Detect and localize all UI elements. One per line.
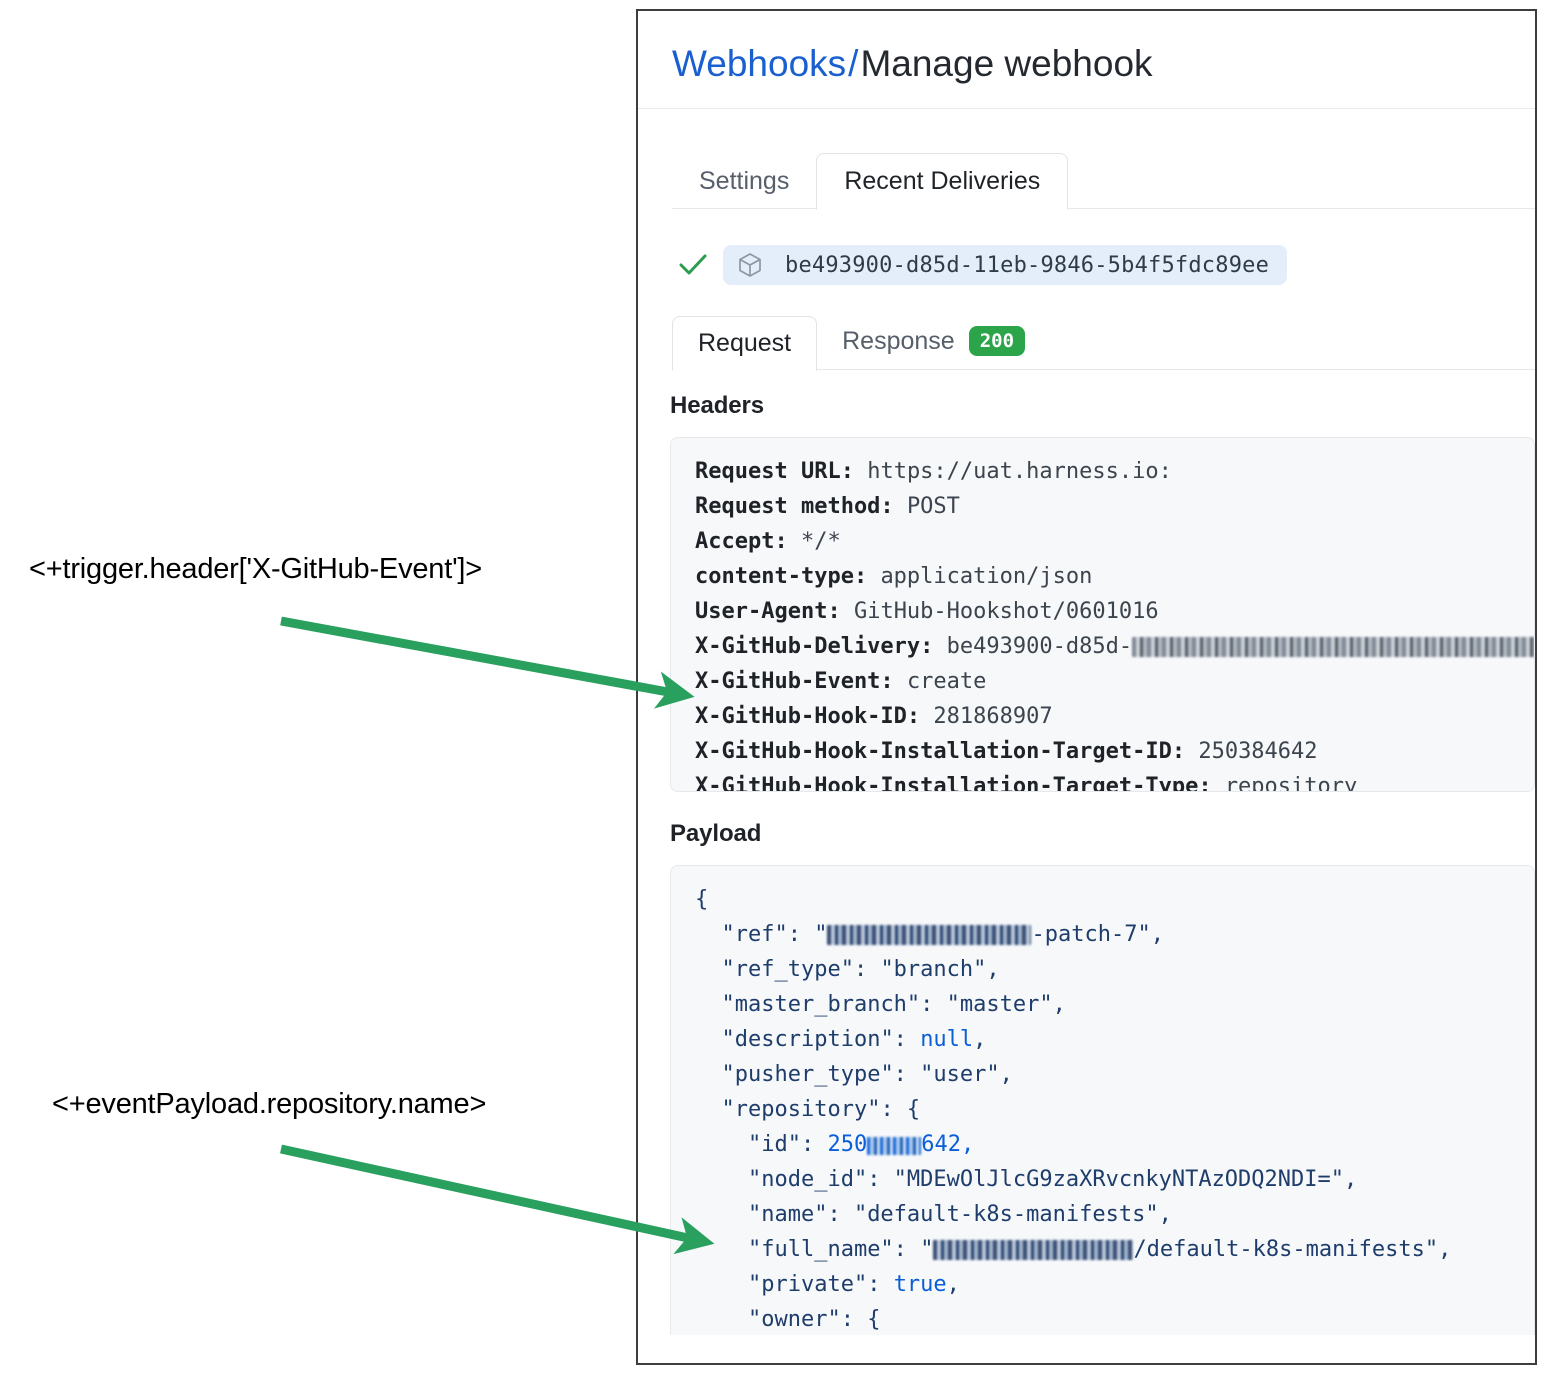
headers-code-block: Request URL: https://uat.harness.io: Req… (670, 437, 1535, 793)
redacted-id-middle (867, 1137, 922, 1156)
header-key-x-github-hook-id: X-GitHub-Hook-ID: (695, 704, 921, 730)
header-key-user-agent: User-Agent: (695, 599, 841, 625)
page-title: Manage webhook (860, 43, 1153, 84)
tab-response[interactable]: Response 200 (817, 312, 1050, 370)
status-badge: 200 (968, 326, 1026, 357)
payload-ref-quote: " (814, 922, 828, 948)
redacted-ref-owner (827, 925, 1032, 946)
header-value-x-github-delivery: be493900-d85d- (946, 634, 1133, 660)
payload-private-value: true (893, 1272, 947, 1298)
header-key-request-url: Request URL: (695, 459, 854, 485)
header-value-user-agent: GitHub-Hookshot/0601016 (853, 599, 1159, 625)
payload-node-id: "node_id": "MDEwOlJlcG9zaXRvcnkyNTAzODQ2… (747, 1167, 1358, 1193)
redacted-full-name-owner (933, 1240, 1134, 1261)
header-key-request-method: Request method: (695, 494, 894, 520)
breadcrumb: Webhooks/Manage webhook (638, 11, 1535, 87)
arrow-to-x-github-event (280, 616, 695, 709)
webhook-tabs: Settings Recent Deliveries (638, 145, 1535, 211)
payload-id-suffix: 642, (921, 1132, 975, 1158)
header-value-x-github-hook-installation-target-type: repository (1224, 774, 1358, 793)
redacted-delivery-suffix (1132, 637, 1534, 658)
delivery-guid: be493900-d85d-11eb-9846-5b4f5fdc89ee (785, 252, 1270, 278)
payload-ref-suffix: -patch-7", (1031, 922, 1164, 948)
payload-section-title: Payload (670, 820, 762, 848)
payload-private-key: "private": (747, 1272, 881, 1298)
payload-open-brace: { (695, 887, 709, 913)
payload-full-name-key: "full_name": (747, 1237, 907, 1263)
request-response-tabs: Request Response 200 (638, 308, 1535, 372)
annotation-label-trigger-header: <+trigger.header['X-GitHub-Event']> (29, 553, 483, 585)
manage-webhook-panel: Webhooks/Manage webhook Settings Recent … (636, 9, 1537, 1365)
payload-master-branch: "master_branch": "master", (721, 992, 1066, 1018)
header-key-accept: Accept: (695, 529, 788, 555)
payload-name: "name": "default-k8s-manifests", (747, 1202, 1172, 1228)
payload-id-key: "id": (747, 1132, 815, 1158)
annotation-label-event-payload: <+eventPayload.repository.name> (52, 1088, 487, 1120)
payload-description-comma: , (973, 1027, 987, 1053)
payload-full-name-quote: " (920, 1237, 934, 1263)
headers-section-title: Headers (670, 392, 765, 420)
arrow-to-repository-name (280, 1144, 715, 1255)
payload-code-block: { "ref": " -patch-7", "ref_type": "branch… (670, 865, 1535, 1336)
check-icon (678, 252, 708, 278)
header-key-x-github-hook-installation-target-type: X-GitHub-Hook-Installation-Target-Type: (695, 774, 1212, 793)
cube-icon (737, 252, 763, 278)
payload-repository-open: "repository": { (721, 1097, 921, 1123)
header-value-request-method: POST (906, 494, 960, 520)
payload-description-key: "description": (721, 1027, 907, 1053)
header-key-x-github-delivery: X-GitHub-Delivery: (695, 634, 934, 660)
payload-id-prefix: 250 (827, 1132, 868, 1158)
tab-settings[interactable]: Settings (699, 167, 790, 196)
header-value-x-github-hook-id: 281868907 (933, 704, 1053, 730)
header-value-x-github-event: create (906, 669, 987, 695)
delivery-id-pill[interactable]: be493900-d85d-11eb-9846-5b4f5fdc89ee (723, 245, 1288, 286)
payload-description-value: null (920, 1027, 974, 1053)
tab-recent-deliveries[interactable]: Recent Deliveries (816, 153, 1069, 211)
payload-owner-open: "owner": { (747, 1307, 881, 1333)
breadcrumb-webhooks-link[interactable]: Webhooks (672, 43, 847, 84)
header-value-content-type: application/json (880, 564, 1093, 590)
payload-ref-key: "ref": (721, 922, 801, 948)
tab-request[interactable]: Request (672, 316, 818, 372)
tab-response-label: Response (842, 326, 955, 355)
breadcrumb-separator: / (848, 43, 859, 84)
payload-full-name-suffix: /default-k8s-manifests", (1133, 1237, 1452, 1263)
title-divider (638, 108, 1535, 110)
payload-pusher-type: "pusher_type": "user", (721, 1062, 1013, 1088)
header-key-x-github-hook-installation-target-id: X-GitHub-Hook-Installation-Target-ID: (695, 739, 1186, 765)
header-value-accept: */* (800, 529, 841, 555)
header-key-x-github-event: X-GitHub-Event: (695, 669, 894, 695)
payload-ref-type: "ref_type": "branch", (721, 957, 1000, 983)
header-key-content-type: content-type: (695, 564, 868, 590)
payload-private-comma: , (946, 1272, 960, 1298)
header-value-x-github-hook-installation-target-id: 250384642 (1198, 739, 1318, 765)
delivery-row: be493900-d85d-11eb-9846-5b4f5fdc89ee (638, 209, 1535, 290)
header-value-request-url: https://uat.harness.io: (867, 459, 1172, 485)
